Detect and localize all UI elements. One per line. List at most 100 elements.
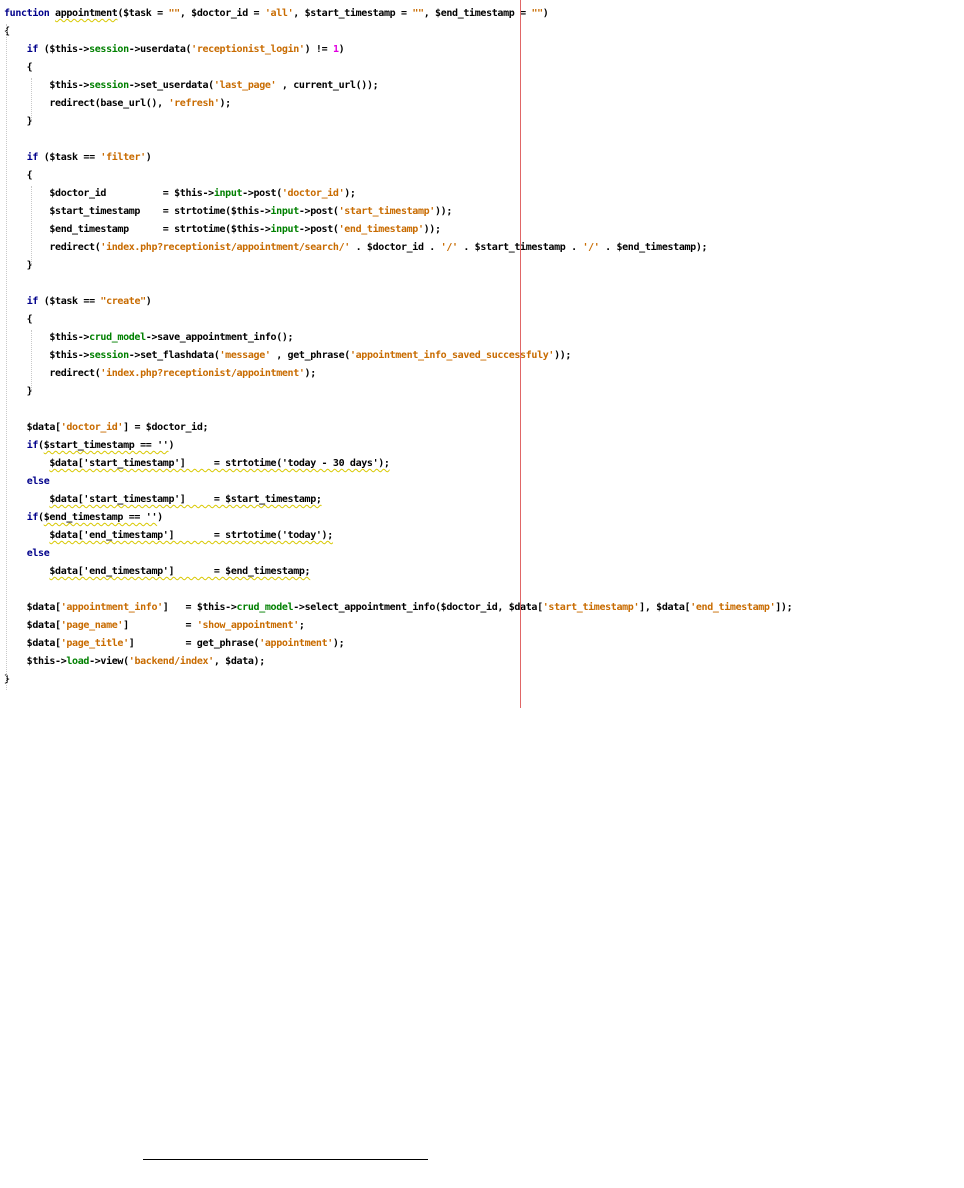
code-line[interactable]: $data['end_timestamp'] = strtotime('toda…	[4, 527, 333, 545]
code-token-string: 'message'	[219, 350, 271, 361]
code-line[interactable]: $start_timestamp = strtotime($this->inpu…	[4, 203, 452, 221]
indent-guide	[31, 330, 32, 392]
code-token	[4, 530, 49, 541]
code-token: }	[4, 260, 33, 271]
code-token: (	[38, 512, 44, 523]
code-line[interactable]: else	[4, 473, 50, 491]
code-line[interactable]: {	[4, 59, 33, 77]
code-line[interactable]: else	[4, 545, 50, 563]
code-token-keyword: if	[26, 440, 39, 451]
code-token-keyword: else	[26, 548, 50, 559]
code-token: redirect(base_url(),	[4, 98, 169, 109]
code-token: $this->	[4, 350, 90, 361]
code-line[interactable]: if($start_timestamp == '')	[4, 437, 175, 455]
code-token: , $data);	[213, 656, 265, 667]
code-line[interactable]: $data['appointment_info'] = $this->crud_…	[4, 599, 793, 617]
code-token: , $end_timestamp =	[423, 8, 532, 19]
code-token-flagged: $end_timestamp == ''	[43, 512, 158, 523]
code-token-flagged: $data['end_timestamp'] = $end_timestamp;	[49, 566, 311, 577]
code-token: ] =	[123, 620, 197, 631]
code-line[interactable]: if($end_timestamp == '')	[4, 509, 163, 527]
code-line[interactable]: {	[4, 311, 33, 329]
code-line[interactable]: {	[4, 23, 10, 41]
code-token: ->set_flashdata(	[128, 350, 220, 361]
code-line[interactable]: if ($task == 'filter')	[4, 149, 152, 167]
code-token-string: 'receptionist_login'	[191, 44, 305, 55]
code-line[interactable]: if ($task == "create")	[4, 293, 152, 311]
code-token-property: load	[66, 656, 90, 667]
code-token-string: 'end_timestamp'	[338, 224, 424, 235]
code-line[interactable]: $this->crud_model->save_appointment_info…	[4, 329, 293, 347]
code-token-string: 'all'	[264, 8, 294, 19]
code-line[interactable]: redirect('index.php?receptionist/appoint…	[4, 239, 707, 257]
code-token: ]);	[775, 602, 793, 613]
code-token	[4, 494, 49, 505]
code-token-string: 'appointment_info'	[60, 602, 163, 613]
code-token: ($this->	[38, 44, 90, 55]
code-token-property: input	[270, 224, 300, 235]
code-token-string: 'page_name'	[60, 620, 124, 631]
code-line[interactable]: $doctor_id = $this->input->post('doctor_…	[4, 185, 356, 203]
code-line[interactable]: $end_timestamp = strtotime($this->input-…	[4, 221, 441, 239]
right-margin-guide	[520, 0, 521, 708]
code-token: );	[219, 98, 232, 109]
code-line[interactable]: {	[4, 167, 33, 185]
code-line[interactable]: function appointment($task = "", $doctor…	[4, 5, 549, 23]
code-token: )	[338, 44, 345, 55]
code-token-string: 'index.php?receptionist/appointment/sear…	[100, 242, 350, 253]
code-token-string: 'start_timestamp'	[542, 602, 640, 613]
code-token: (	[38, 440, 44, 451]
code-token: $data[	[4, 638, 61, 649]
code-token: }	[4, 674, 10, 685]
code-token-string: '/'	[582, 242, 600, 253]
code-token: redirect(	[4, 242, 101, 253]
code-line[interactable]: $data['page_name'] = 'show_appointment';	[4, 617, 305, 635]
code-line[interactable]: redirect('index.php?receptionist/appoint…	[4, 365, 316, 383]
code-line[interactable]: }	[4, 257, 33, 275]
code-token: $start_timestamp = strtotime($this->	[4, 206, 271, 217]
code-editor[interactable]: function appointment($task = "", $doctor…	[0, 0, 964, 708]
code-line[interactable]: $data['start_timestamp'] = strtotime('to…	[4, 455, 390, 473]
code-line[interactable]: $this->load->view('backend/index', $data…	[4, 653, 266, 671]
code-token: );	[304, 368, 317, 379]
code-line[interactable]: $data['doctor_id'] = $doctor_id;	[4, 419, 209, 437]
code-line[interactable]: $data['end_timestamp'] = $end_timestamp;	[4, 563, 310, 581]
code-token: {	[4, 26, 10, 37]
code-token-string: 'doctor_id'	[60, 422, 124, 433]
code-token-property: session	[89, 80, 129, 91]
code-token: ($task ==	[38, 296, 101, 307]
code-line[interactable]: redirect(base_url(), 'refresh');	[4, 95, 231, 113]
code-token: , get_phrase(	[270, 350, 350, 361]
code-token-string: 'filter'	[100, 152, 146, 163]
code-token: ->select_appointment_info($doctor_id, $d…	[293, 602, 543, 613]
code-token-string: 'index.php?receptionist/appointment'	[100, 368, 305, 379]
code-token: {	[4, 314, 33, 325]
code-token: {	[4, 170, 33, 181]
code-token: ) !=	[304, 44, 333, 55]
code-line[interactable]: $this->session->set_flashdata('message' …	[4, 347, 571, 365]
code-line[interactable]: }	[4, 383, 33, 401]
code-token: ));	[554, 350, 572, 361]
code-line[interactable]: $data['page_title'] = get_phrase('appoin…	[4, 635, 345, 653]
code-token	[4, 296, 27, 307]
code-line[interactable]: }	[4, 113, 33, 131]
code-token: . $end_timestamp);	[599, 242, 708, 253]
code-token	[4, 44, 27, 55]
code-token-property: session	[89, 44, 129, 55]
code-token	[4, 440, 27, 451]
indent-guide	[31, 186, 32, 266]
code-line[interactable]: }	[4, 671, 10, 689]
code-line[interactable]: $data['start_timestamp'] = $start_timest…	[4, 491, 322, 509]
code-token-string: 'backend/index'	[128, 656, 214, 667]
code-line[interactable]: $this->session->set_userdata('last_page'…	[4, 77, 378, 95]
code-token-string: 'refresh'	[168, 98, 220, 109]
code-token-flagged: $data['start_timestamp'] = $start_timest…	[49, 494, 322, 505]
code-token: ->post(	[298, 224, 339, 235]
code-token: $this->	[4, 332, 90, 343]
code-token-string: 'appointment_info_saved_successfuly'	[349, 350, 555, 361]
code-token-flagged: $data['end_timestamp'] = strtotime('toda…	[49, 530, 333, 541]
code-token: , $doctor_id =	[179, 8, 265, 19]
code-token-string: 'end_timestamp'	[690, 602, 776, 613]
code-token: ->view(	[89, 656, 129, 667]
code-line[interactable]: if ($this->session->userdata('receptioni…	[4, 41, 345, 59]
